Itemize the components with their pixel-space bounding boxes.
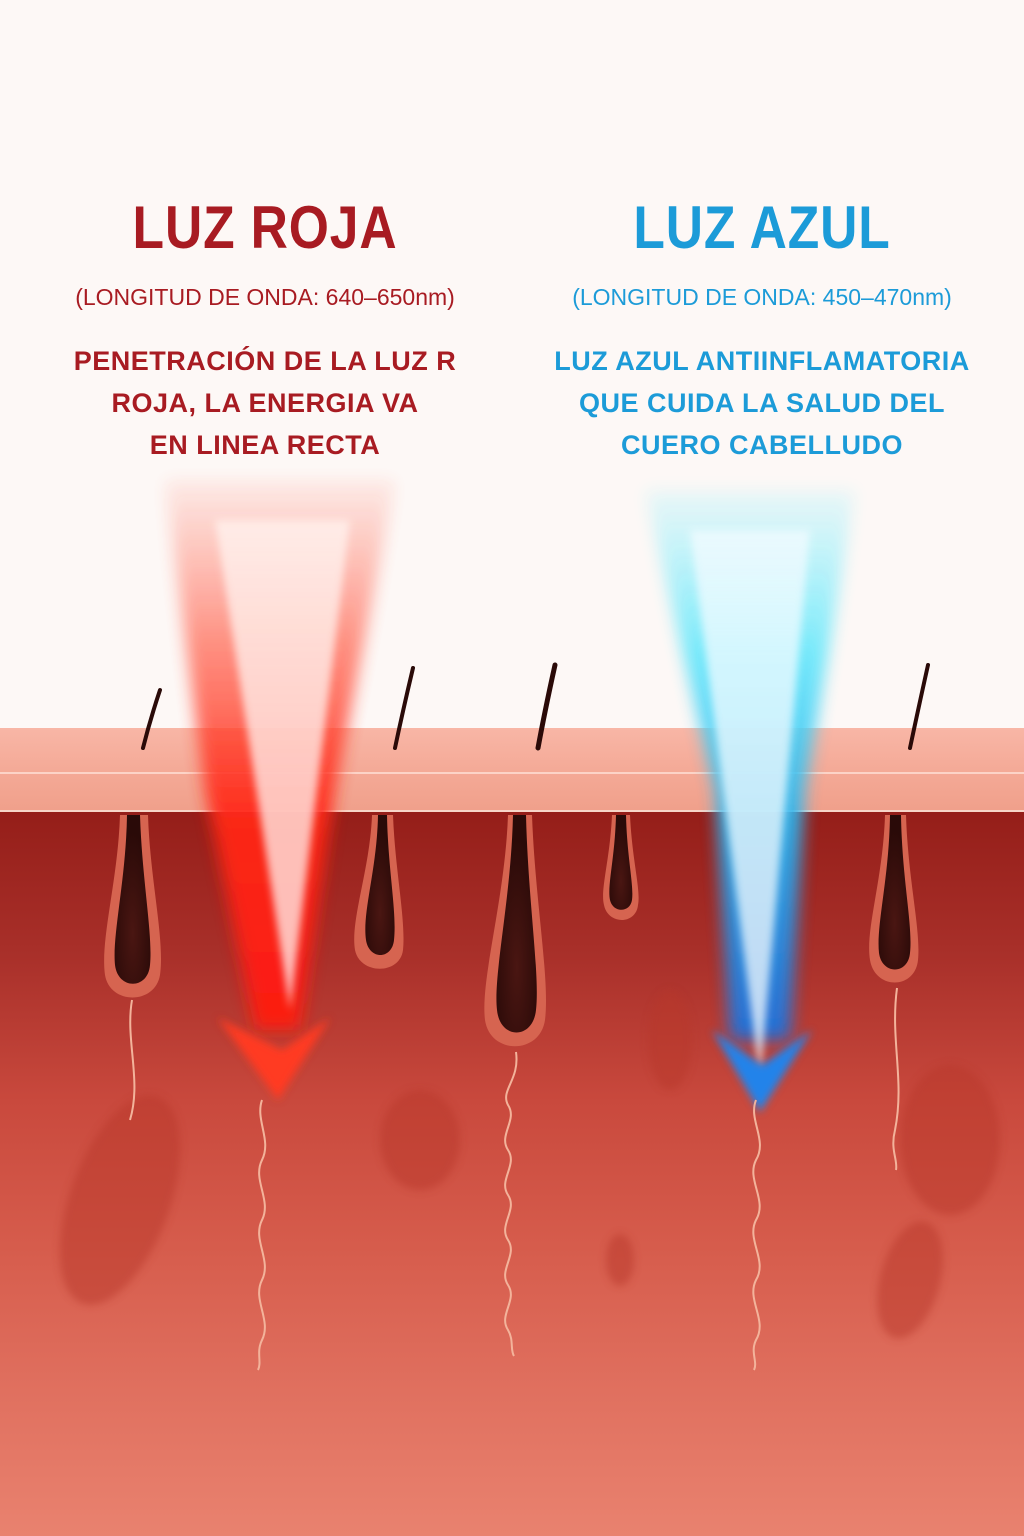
red-light-arrow	[165, 480, 395, 1371]
blue-light-panel: LUZ AZUL (LONGITUD DE ONDA: 450–470nm) L…	[500, 190, 1024, 466]
hair-follicle-1	[104, 688, 162, 1121]
blue-description-line-1: LUZ AZUL ANTIINFLAMATORIA	[554, 346, 970, 376]
hair-follicle-5	[869, 663, 930, 1171]
epidermis-layer	[0, 728, 1024, 812]
blue-light-description: LUZ AZUL ANTIINFLAMATORIA QUE CUIDA LA S…	[500, 340, 1024, 466]
red-light-panel: LUZ ROJA (LONGITUD DE ONDA: 640–650nm) P…	[0, 190, 530, 466]
red-wavelength-label: (LONGITUD DE ONDA: 640–650nm)	[75, 284, 455, 310]
blue-description-line-2: QUE CUIDA LA SALUD DEL	[579, 388, 945, 418]
hair-follicle-2	[354, 666, 415, 969]
hair-follicle-4	[603, 815, 639, 920]
red-description-line-1: PENETRACIÓN DE LA LUZ R	[73, 346, 457, 376]
hair-follicle-3	[484, 662, 558, 1357]
hair-follicles	[104, 662, 930, 1357]
red-light-title: LUZ ROJA	[132, 194, 398, 261]
red-description-line-2: ROJA, LA ENERGIA VA	[111, 388, 419, 418]
red-light-description: PENETRACIÓN DE LA LUZ R ROJA, LA ENERGIA…	[0, 340, 530, 466]
blue-description-line-3: CUERO CABELLUDO	[621, 430, 903, 460]
red-description-line-3: EN LINEA RECTA	[149, 430, 381, 460]
blue-wavelength-label: (LONGITUD DE ONDA: 450–470nm)	[572, 284, 952, 310]
blue-light-title: LUZ AZUL	[633, 194, 891, 261]
blue-light-arrow	[645, 490, 855, 1371]
blood-cells	[59, 990, 1000, 1339]
